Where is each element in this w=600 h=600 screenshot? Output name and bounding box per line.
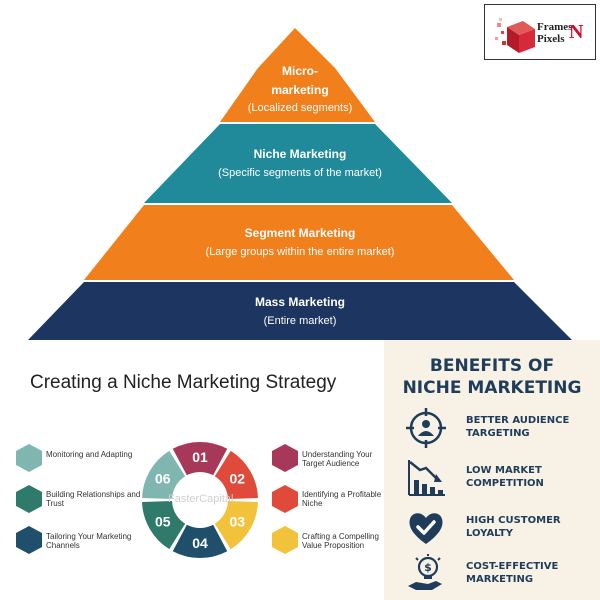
benefit-item-targeting: BETTER AUDIENCE TARGETING — [384, 406, 600, 456]
benefit-line2: LOYALTY — [466, 528, 513, 539]
step-label-03: Crafting a Compelling Value Proposition — [302, 532, 379, 550]
wheel-number-05: 05 — [155, 514, 171, 530]
tier-subtitle: (Entire market) — [263, 315, 337, 327]
tier-title: Niche Marketing — [253, 147, 347, 161]
declining-chart-icon — [408, 460, 445, 496]
pyramid-label-micro: Micro- marketing (Localized segments) — [150, 62, 450, 114]
tier-title: Micro- marketing — [271, 64, 329, 97]
tier-subtitle: (Large groups within the entire market) — [205, 246, 395, 258]
logo-letter-n: N — [569, 21, 584, 43]
hexagon-icon-step-06 — [16, 444, 42, 472]
wheel-segment-06 — [142, 450, 186, 500]
svg-text:$: $ — [424, 561, 432, 574]
pyramid-label-niche: Niche Marketing (Specific segments of th… — [150, 147, 450, 179]
marketing-pyramid — [28, 28, 572, 340]
pixel-cube-icon — [495, 18, 535, 53]
wheel-segment-05 — [142, 500, 186, 550]
wheel-center — [174, 474, 226, 526]
benefit-text: COST-EFFECTIVE MARKETING — [466, 560, 596, 586]
strategy-title: Creating a Niche Marketing Strategy — [30, 372, 337, 393]
benefit-line1: BETTER AUDIENCE — [466, 415, 570, 426]
wheel-segment-03 — [214, 500, 258, 550]
pyramid-tier-micro — [220, 28, 375, 122]
hexagon-icon-step-01 — [272, 444, 298, 472]
benefit-line1: LOW MARKET — [466, 465, 542, 476]
step-label-01: Understanding Your Target Audience — [302, 450, 384, 468]
benefit-line1: HIGH CUSTOMER — [466, 515, 561, 526]
benefits-panel: BENEFITS OF NICHE MARKETING BETTER AUDIE… — [384, 340, 600, 600]
strategy-wheel: 01 02 03 04 05 06 — [142, 442, 258, 558]
wheel-number-04: 04 — [192, 535, 208, 551]
wheel-number-06: 06 — [155, 471, 171, 487]
wheel-segment-04 — [172, 524, 228, 558]
logo-text-frames: Frames — [537, 21, 573, 33]
benefit-item-competition: LOW MARKET COMPETITION — [384, 456, 600, 506]
hexagon-icon-step-03 — [272, 526, 298, 554]
benefit-line1: COST-EFFECTIVE — [466, 561, 559, 572]
benefit-item-loyalty: HIGH CUSTOMER LOYALTY — [384, 506, 600, 556]
wheel-segment-02 — [214, 450, 258, 500]
logo-text-pixels: Pixels — [537, 33, 565, 45]
benefit-line2: COMPETITION — [466, 478, 544, 489]
hexagon-icon-step-05 — [16, 485, 42, 513]
lightbulb-dollar-icon: $ — [408, 554, 442, 590]
step-label-06: Monitoring and Adapting — [46, 450, 133, 459]
pyramid-tier-mass — [28, 282, 572, 340]
watermark-text: FasterCapital — [168, 493, 234, 505]
pyramid-tier-niche — [144, 124, 452, 203]
tier-subtitle: (Specific segments of the market) — [218, 167, 382, 179]
wheel-number-03: 03 — [229, 514, 245, 530]
heart-check-icon — [409, 513, 443, 544]
target-person-icon — [406, 408, 446, 448]
hexagon-icon-step-02 — [272, 485, 298, 513]
wheel-number-01: 01 — [192, 449, 208, 465]
benefits-title-line2: NICHE MARKETING — [402, 378, 582, 398]
benefit-line2: TARGETING — [466, 428, 530, 439]
pyramid-label-segment: Segment Marketing (Large groups within t… — [150, 226, 450, 258]
benefits-title-line1: BENEFITS OF — [429, 356, 555, 376]
benefit-line2: MARKETING — [466, 574, 534, 585]
pyramid-label-mass: Mass Marketing (Entire market) — [150, 295, 450, 327]
wheel-number-02: 02 — [229, 471, 245, 487]
step-label-01-text: Understanding Your Target Audience — [302, 450, 373, 468]
step-label-05: Building Relationships and Trust — [46, 490, 141, 508]
tier-subtitle: (Localized segments) — [247, 102, 353, 114]
step-label-02: Identifying a Profitable Niche — [302, 490, 382, 508]
benefit-text: HIGH CUSTOMER LOYALTY — [466, 514, 596, 540]
tier-title: Mass Marketing — [254, 295, 346, 309]
frames-pixels-logo: Frames Pixels N — [484, 4, 596, 60]
pyramid-tier-segment — [84, 205, 514, 280]
hexagon-icon-step-04 — [16, 526, 42, 554]
benefit-text: LOW MARKET COMPETITION — [466, 464, 596, 490]
tier-title: Segment Marketing — [244, 226, 356, 240]
wheel-segment-01 — [172, 442, 228, 476]
benefit-item-cost: $ COST-EFFECTIVE MARKETING — [384, 552, 600, 600]
step-label-04: Tailoring Your Marketing Channels — [46, 532, 132, 550]
benefit-text: BETTER AUDIENCE TARGETING — [466, 414, 596, 440]
